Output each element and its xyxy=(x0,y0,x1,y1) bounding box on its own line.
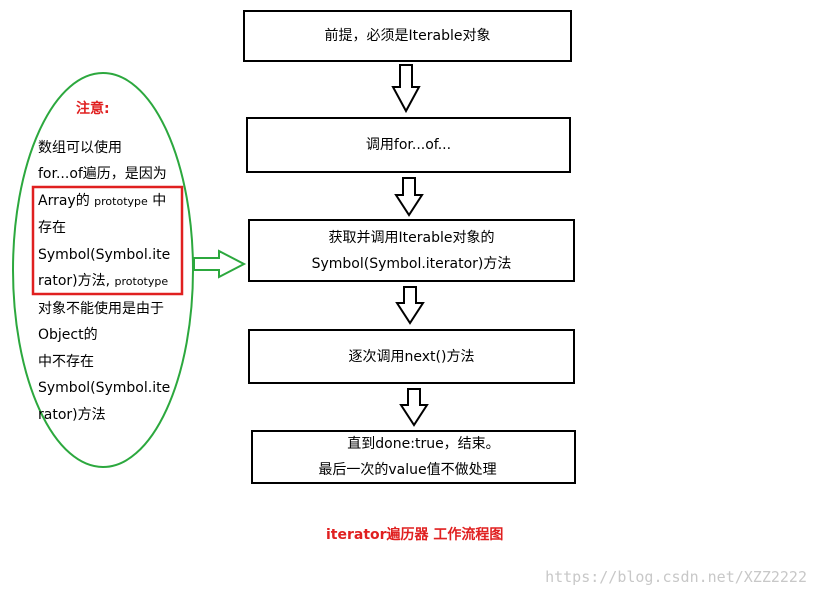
note-line-3b: prototype xyxy=(94,194,148,208)
down-arrow-3 xyxy=(395,286,425,325)
flow-step-5-line-1: 直到done:true，结束。 xyxy=(347,436,500,452)
note-line-6b: prototype xyxy=(114,275,169,288)
note-block: 注意: 数组可以使用 for...of遍历，是因为 Array的 prototy… xyxy=(38,96,188,428)
note-arrow xyxy=(193,249,247,279)
flow-step-5: 直到done:true，结束。 最后一次的value值不做处理 xyxy=(251,430,576,484)
flow-step-3: 获取并调用Iterable对象的 Symbol(Symbol.iterator)… xyxy=(248,219,575,282)
flow-step-4-text: 逐次调用next()方法 xyxy=(348,348,475,365)
note-line-6a: rator)方法, xyxy=(38,273,111,289)
note-line-7: 对象不能使用是由于 xyxy=(38,300,164,317)
note-line-3c: 中 xyxy=(152,192,167,209)
note-line-5: Symbol(Symbol.ite xyxy=(38,246,171,263)
flow-step-4: 逐次调用next()方法 xyxy=(248,329,575,384)
flow-step-1-text: 前提，必须是Iterable对象 xyxy=(324,28,491,44)
note-title: 注意: xyxy=(76,101,110,117)
highlight-rect xyxy=(31,185,184,296)
note-line-9: 中不存在 xyxy=(38,353,94,370)
flow-step-2: 调用for...of... xyxy=(246,117,571,173)
note-line-4: 存在 xyxy=(38,220,66,236)
note-line-8: Object的 xyxy=(38,327,98,343)
note-line-1: 数组可以使用 xyxy=(38,139,122,156)
diagram-caption: iterator遍历器 工作流程图 xyxy=(326,527,504,543)
down-arrow-1 xyxy=(391,64,421,114)
watermark: https://blog.csdn.net/XZZ2222 xyxy=(545,568,807,586)
note-line-6: rator)方法, prototype xyxy=(38,268,188,296)
flow-step-3-line-1: 获取并调用Iterable对象的 xyxy=(328,229,495,246)
note-line-10: Symbol(Symbol.ite xyxy=(38,380,171,396)
note-line-11: rator)方法 xyxy=(38,406,106,423)
note-line-3: Array的 prototype 中 xyxy=(38,188,188,216)
down-arrow-2 xyxy=(394,177,424,217)
flow-step-3-line-2: Symbol(Symbol.iterator)方法 xyxy=(311,255,512,272)
down-arrow-4 xyxy=(399,388,429,427)
note-line-3a: Array的 xyxy=(38,192,90,209)
note-line-2: for...of遍历，是因为 xyxy=(38,166,167,182)
flow-step-1: 前提，必须是Iterable对象 xyxy=(243,10,572,62)
flow-step-5-line-2: 最后一次的value值不做处理 xyxy=(318,462,497,478)
flow-step-2-text: 调用for...of... xyxy=(365,137,452,153)
